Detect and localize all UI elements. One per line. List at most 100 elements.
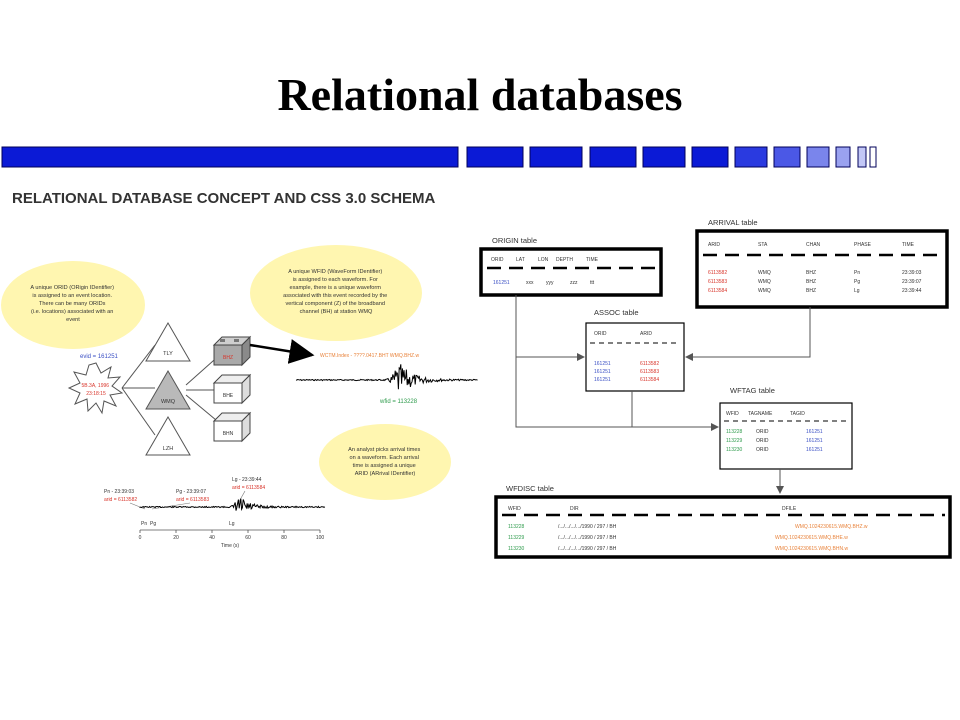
svg-text:6113583: 6113583 — [640, 369, 659, 375]
svg-text:6113584: 6113584 — [708, 288, 727, 294]
svg-text:WMQ.1024230615.WMQ.BHN.w: WMQ.1024230615.WMQ.BHN.w — [775, 546, 848, 552]
svg-text:ORID: ORID — [594, 331, 607, 337]
svg-text:113229: 113229 — [508, 535, 525, 541]
arrival-table: ARID STA CHAN PHASE TIME 6113582 WMQ BHZ… — [695, 229, 949, 309]
svg-text:TIME: TIME — [902, 242, 915, 248]
svg-text:BHE: BHE — [223, 393, 234, 399]
axis-tick-label: 20 — [173, 535, 179, 541]
time-axis-label: Time (s) — [221, 543, 239, 549]
event-time-2: 23:18:15 — [86, 391, 106, 397]
pick-pg-label: Pg - 23:39:07 — [176, 489, 206, 495]
waveform-trace — [295, 364, 478, 390]
channel-block-bhz: BHZ — [212, 335, 252, 367]
pick-pn-label: Pn - 23:39:03 — [104, 489, 134, 495]
bubble-arid: An analyst picks arrival times on a wave… — [319, 424, 451, 500]
arrival-table-title: ARRIVAL table — [708, 218, 758, 227]
svg-text:ORID: ORID — [491, 257, 504, 263]
svg-text:23:39:44: 23:39:44 — [902, 288, 922, 294]
bubble-orid: A unique ORID (ORigin IDentifier) is ass… — [1, 261, 145, 349]
svg-text:LAT: LAT — [516, 257, 525, 263]
table-connectors — [515, 295, 811, 494]
svg-text:LON: LON — [538, 257, 549, 263]
svg-text:113229: 113229 — [726, 438, 743, 444]
svg-text:161251: 161251 — [594, 369, 611, 375]
wftag-table-title: WFTAG table — [730, 386, 775, 395]
svg-text:yyy: yyy — [546, 280, 554, 286]
svg-text:6113582: 6113582 — [708, 270, 727, 276]
wfdisc-table-title: WFDISC table — [506, 484, 554, 493]
wfid-label: wfid = 113228 — [379, 399, 418, 405]
slide-title: Relational databases — [277, 69, 683, 120]
pick-pg-arid: arid = 6113583 — [176, 497, 209, 503]
svg-text:BHZ: BHZ — [806, 279, 816, 285]
wfdisc-table: WFID DIR DFILE 113228 /.../.../.../.../1… — [494, 495, 952, 559]
origin-table-title: ORIGIN table — [492, 236, 537, 245]
axis-tick-label: 60 — [245, 535, 251, 541]
svg-text:WMQ.1024230615.WMQ.BHZ.w: WMQ.1024230615.WMQ.BHZ.w — [795, 524, 868, 530]
pick-pn-arid: arid = 6113582 — [104, 497, 137, 503]
svg-text:ORID: ORID — [756, 447, 769, 453]
station-node-lzh: LZH — [145, 416, 191, 456]
svg-text:WMQ: WMQ — [161, 399, 176, 405]
decorative-bar — [1, 146, 877, 168]
svg-text:113230: 113230 — [726, 447, 743, 453]
svg-text:TAGNAME: TAGNAME — [748, 411, 773, 417]
svg-text:BHZ: BHZ — [806, 270, 816, 276]
svg-text:BHN: BHN — [223, 431, 234, 437]
svg-text:ORID: ORID — [756, 429, 769, 435]
station-node-tly: TLY — [145, 322, 191, 362]
svg-text:CHAN: CHAN — [806, 242, 821, 248]
event-time-1: 5B.3A, 1996 — [82, 383, 110, 389]
svg-text:161251: 161251 — [493, 280, 510, 286]
svg-text:An analyst picks arrival times: An analyst picks arrival times on a wave… — [348, 447, 422, 477]
svg-text:ORID: ORID — [756, 438, 769, 444]
origin-table: ORID LAT LON DEPTH TIME 161251 xxx yyy z… — [479, 247, 663, 297]
svg-text:PHASE: PHASE — [854, 242, 872, 248]
svg-text:6113583: 6113583 — [708, 279, 727, 285]
svg-text:TIME: TIME — [586, 257, 599, 263]
evid-label: evid = 161251 — [80, 354, 119, 360]
svg-text:/.../.../.../.../1990 / 297 /: /.../.../.../.../1990 / 297 / BH — [558, 546, 617, 552]
axis-tick-label: 100 — [316, 535, 325, 541]
svg-text:WMQ: WMQ — [758, 279, 771, 285]
seismogram-trace — [139, 498, 326, 512]
marker-pg: Pg — [150, 521, 156, 527]
svg-text:TLY: TLY — [163, 351, 173, 357]
marker-pn: Pn — [141, 521, 147, 527]
channel-block-bhe: BHE — [212, 373, 252, 405]
svg-text:TAGID: TAGID — [790, 411, 805, 417]
svg-text:zzz: zzz — [570, 280, 578, 286]
waveform-file: WCTM.Index - ????.0417.BHT WMQ.BHZ.w — [320, 353, 419, 359]
svg-text:161251: 161251 — [806, 429, 823, 435]
svg-text:Pg: Pg — [854, 279, 860, 285]
svg-text:WFID: WFID — [508, 506, 521, 512]
svg-text:WMQ: WMQ — [758, 288, 771, 294]
svg-text:161251: 161251 — [594, 361, 611, 367]
waveform-arrow — [249, 339, 315, 364]
svg-text:STA: STA — [758, 242, 768, 248]
pick-lg-label: Lg - 23:39:44 — [232, 477, 262, 483]
event-star — [67, 362, 124, 415]
svg-text:xxx: xxx — [526, 280, 534, 286]
axis-tick-label: 0 — [139, 535, 142, 541]
marker-lg: Lg — [229, 521, 235, 527]
svg-text:23:39:07: 23:39:07 — [902, 279, 922, 285]
svg-text:ARID: ARID — [708, 242, 720, 248]
svg-text:/.../.../.../.../1990 / 297 /: /.../.../.../.../1990 / 297 / BH — [558, 535, 617, 541]
assoc-table: ORID ARID 161251 6113582 161251 6113583 … — [585, 322, 685, 392]
wftag-table: WFID TAGNAME TAGID 113228 ORID 161251 11… — [719, 402, 853, 470]
pick-lg-arid: arid = 6113584 — [232, 485, 265, 491]
svg-text:161251: 161251 — [806, 447, 823, 453]
svg-text:A unique WFID (WaveForm IDenti: A unique WFID (WaveForm IDentifier) is a… — [283, 269, 389, 315]
assoc-table-title: ASSOC table — [594, 308, 639, 317]
svg-text:161251: 161251 — [594, 377, 611, 383]
svg-text:161251: 161251 — [806, 438, 823, 444]
svg-text:Lg: Lg — [854, 288, 860, 294]
svg-text:23:39:03: 23:39:03 — [902, 270, 922, 276]
svg-text:113230: 113230 — [508, 546, 525, 552]
axis-tick-label: 80 — [281, 535, 287, 541]
svg-text:BHZ: BHZ — [806, 288, 816, 294]
svg-text:DIR: DIR — [570, 506, 579, 512]
svg-text:DFILE: DFILE — [782, 506, 797, 512]
